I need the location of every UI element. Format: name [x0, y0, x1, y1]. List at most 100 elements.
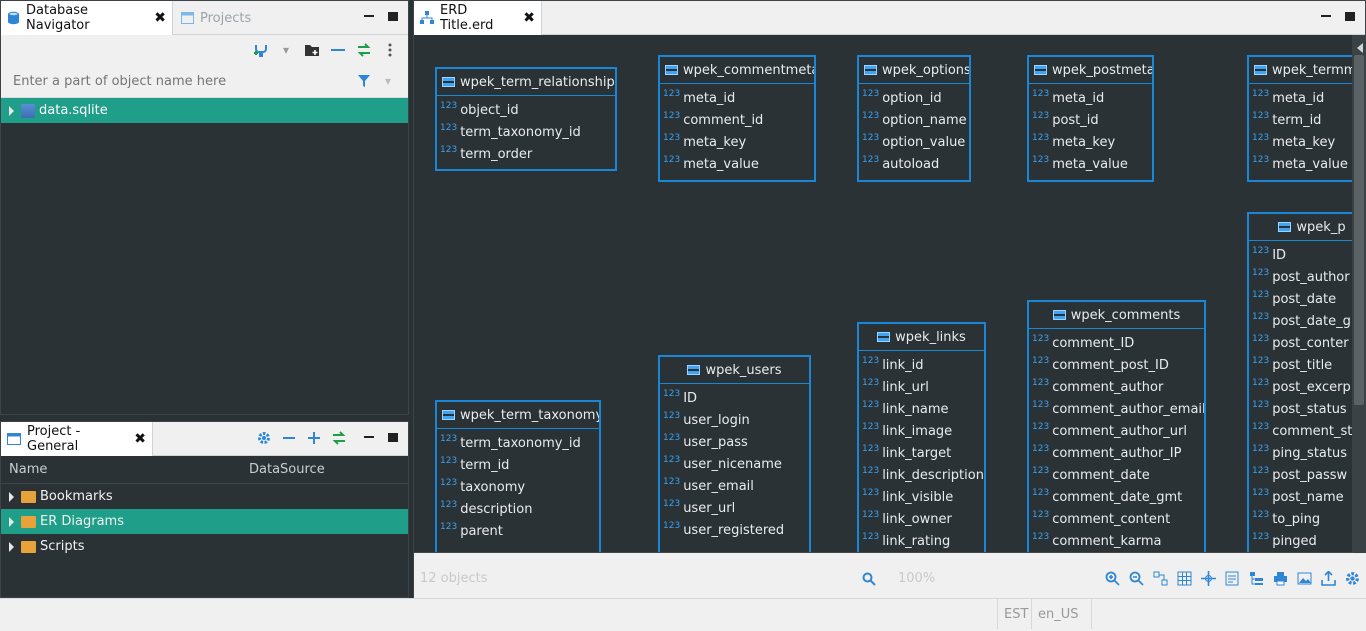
project-item-scripts[interactable]: Scripts: [1, 534, 408, 559]
link-editor-icon[interactable]: [331, 430, 347, 446]
save-image-icon[interactable]: [1296, 570, 1312, 586]
chevron-down-icon[interactable]: ▾: [384, 74, 392, 88]
close-icon[interactable]: ✖: [134, 431, 146, 447]
search-icon[interactable]: [862, 572, 876, 590]
close-icon[interactable]: ✖: [523, 10, 535, 26]
tab-database-navigator[interactable]: Database Navigator ✖: [1, 1, 173, 35]
zoom-out-icon[interactable]: [1128, 570, 1144, 586]
entity-header[interactable]: wpek_p: [1249, 214, 1366, 241]
expand-arrow-icon[interactable]: [9, 516, 14, 527]
print-icon[interactable]: [1272, 570, 1288, 586]
entity-header[interactable]: wpek_links: [859, 324, 984, 351]
expand-arrow-icon[interactable]: [9, 491, 14, 502]
expand-arrow-icon[interactable]: [9, 105, 14, 116]
tab-projects[interactable]: Projects: [174, 1, 294, 35]
gear-icon[interactable]: [256, 430, 272, 446]
project-item-bookmarks[interactable]: Bookmarks: [1, 484, 408, 509]
tab-erd-title[interactable]: ERD Title.erd ✖: [414, 1, 542, 35]
grid-icon[interactable]: [1176, 570, 1192, 586]
new-folder-icon[interactable]: [304, 42, 320, 58]
entity-header[interactable]: wpek_comments: [1029, 302, 1204, 329]
entity-header[interactable]: wpek_users: [660, 357, 809, 384]
collapse-all-icon[interactable]: [281, 430, 297, 446]
gear-icon[interactable]: [1344, 570, 1360, 586]
entity-header[interactable]: wpek_term_taxonomy: [437, 402, 599, 429]
view-menu-icon[interactable]: [382, 42, 398, 58]
minimize-icon[interactable]: [1321, 15, 1331, 17]
horizontal-scrollbar[interactable]: [414, 552, 1354, 553]
move-icon[interactable]: [1200, 570, 1216, 586]
new-connection-icon[interactable]: [252, 42, 268, 58]
scrollbar-thumb[interactable]: [1354, 55, 1364, 405]
export-icon[interactable]: [1320, 570, 1336, 586]
entity-header[interactable]: wpek_commentmeta: [660, 57, 814, 84]
vertical-scrollbar[interactable]: [1352, 35, 1366, 553]
entity-header[interactable]: wpek_termm: [1249, 57, 1366, 84]
collapse-palette-icon[interactable]: [1357, 43, 1363, 53]
close-icon[interactable]: ✖: [154, 10, 166, 26]
column-name[interactable]: Name: [9, 462, 48, 477]
chevron-down-icon[interactable]: ▾: [282, 43, 290, 57]
minimize-icon[interactable]: [364, 436, 374, 438]
tab-project-general[interactable]: Project - General ✖: [1, 422, 153, 456]
